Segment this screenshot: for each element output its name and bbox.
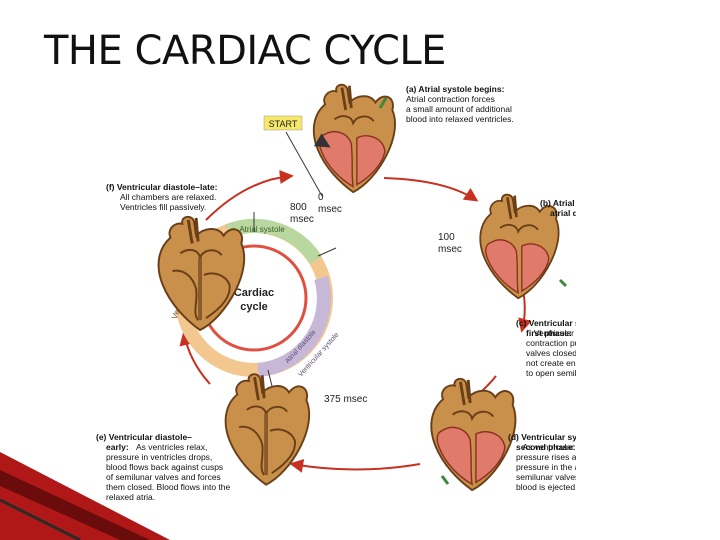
cycle-arrow-a-to-b (383, 177, 479, 202)
heart-c (429, 377, 517, 492)
heart-a (312, 83, 397, 194)
caption-a: (a) Atrial systole begins: Atrial contra… (406, 84, 514, 124)
ring-label-atrial-systole: Atrial systole (239, 225, 285, 234)
caption-c-line: contraction pushes AV (526, 338, 576, 348)
caption-e-line: them closed. Blood flows into the (106, 482, 231, 492)
caption-c-line: not create enough pressure (526, 358, 576, 368)
caption-d-line: pressure in the arteries, the (516, 462, 576, 472)
caption-b-head: (b) Atrial systole ends, (540, 198, 576, 208)
caption-d-line: blood is ejected. (516, 482, 576, 492)
heart-b (478, 193, 568, 300)
arrow-icon (440, 475, 450, 485)
caption-e-line: pressure in ventricles drops, (106, 452, 212, 462)
center-label-cardiac: Cardiac (234, 287, 274, 299)
ring-ventricular-systole (257, 276, 331, 377)
caption-d-line: semilunar valves open and (516, 472, 576, 482)
caption-d-head2: second phase: (516, 442, 576, 452)
corner-accent-line (0, 498, 81, 540)
caption-c-line: Ventricular (534, 328, 574, 338)
cycle-arrow-f-to-a (205, 170, 294, 221)
time-label-0: 0 (318, 192, 324, 203)
arrow-icon (378, 97, 388, 109)
time-label-800-unit: msec (290, 214, 314, 225)
time-marker-100 (317, 247, 337, 257)
time-label-100: 100 (438, 232, 455, 243)
arrow-icon (313, 133, 331, 148)
caption-c: (c) Ventricular systole– first phase: Ve… (516, 318, 576, 378)
cycle-arrow-d-to-e (289, 458, 421, 473)
time-label-0-unit: msec (318, 204, 342, 215)
start-box (263, 115, 303, 131)
caption-c-head: (c) Ventricular systole– (516, 318, 576, 328)
ring-atrial-systole (225, 218, 322, 264)
caption-d: (d) Ventricular systole– second phase: A… (508, 432, 576, 492)
caption-f-head: (f) Ventricular diastole–late: (106, 182, 218, 192)
time-label-100-unit: msec (438, 244, 462, 255)
heart-e (223, 372, 312, 487)
caption-f: (f) Ventricular diastole–late: All chamb… (106, 182, 218, 212)
caption-b-head: atrial diastole begins (550, 208, 576, 218)
caption-e-head2: early: (106, 442, 129, 452)
time-label-800: 800 (290, 202, 307, 213)
caption-e-line: of semilunar valves and forces (106, 472, 221, 482)
cycle-arrow-e-to-f (179, 331, 211, 385)
center-label-cycle: cycle (240, 301, 268, 313)
caption-e-head: (e) Ventricular diastole– (96, 432, 192, 442)
arrow-icon (558, 278, 568, 288)
caption-a-line: Atrial contraction forces (406, 94, 495, 104)
caption-a-line: blood into relaxed ventricles. (406, 114, 514, 124)
caption-d-head: (d) Ventricular systole– (508, 432, 576, 442)
time-marker-375 (267, 369, 273, 387)
caption-c-head2: first phase: (526, 328, 572, 338)
start-pointer (285, 131, 323, 197)
time-label-375: 375 msec (324, 394, 367, 405)
caption-e: (e) Ventricular diastole– early: As vent… (96, 432, 231, 502)
cardiac-cycle-figure: Atrial systole Ventricular diastole Atri… (96, 80, 576, 505)
caption-f-line: Ventricles fill passively. (120, 202, 206, 212)
caption-a-line: a small amount of additional (406, 104, 512, 114)
start-label: START (269, 119, 298, 129)
caption-f-line: All chambers are relaxed. (120, 192, 216, 202)
caption-e-line: relaxed atria. (106, 492, 155, 502)
caption-e-line: blood flows back against cusps (106, 462, 223, 472)
slide-title: THE CARDIAC CYCLE (44, 28, 446, 74)
caption-a-head: (a) Atrial systole begins: (406, 84, 505, 94)
caption-d-line: pressure rises and exceeds (516, 452, 576, 462)
caption-c-line: to open semilunar valves. (526, 368, 576, 378)
caption-c-line: valves closed but does (526, 348, 576, 358)
caption-e-line: As ventricles relax, (136, 442, 207, 452)
caption-d-line: As ventricular (523, 442, 575, 452)
caption-b: (b) Atrial systole ends, atrial diastole… (540, 198, 576, 218)
